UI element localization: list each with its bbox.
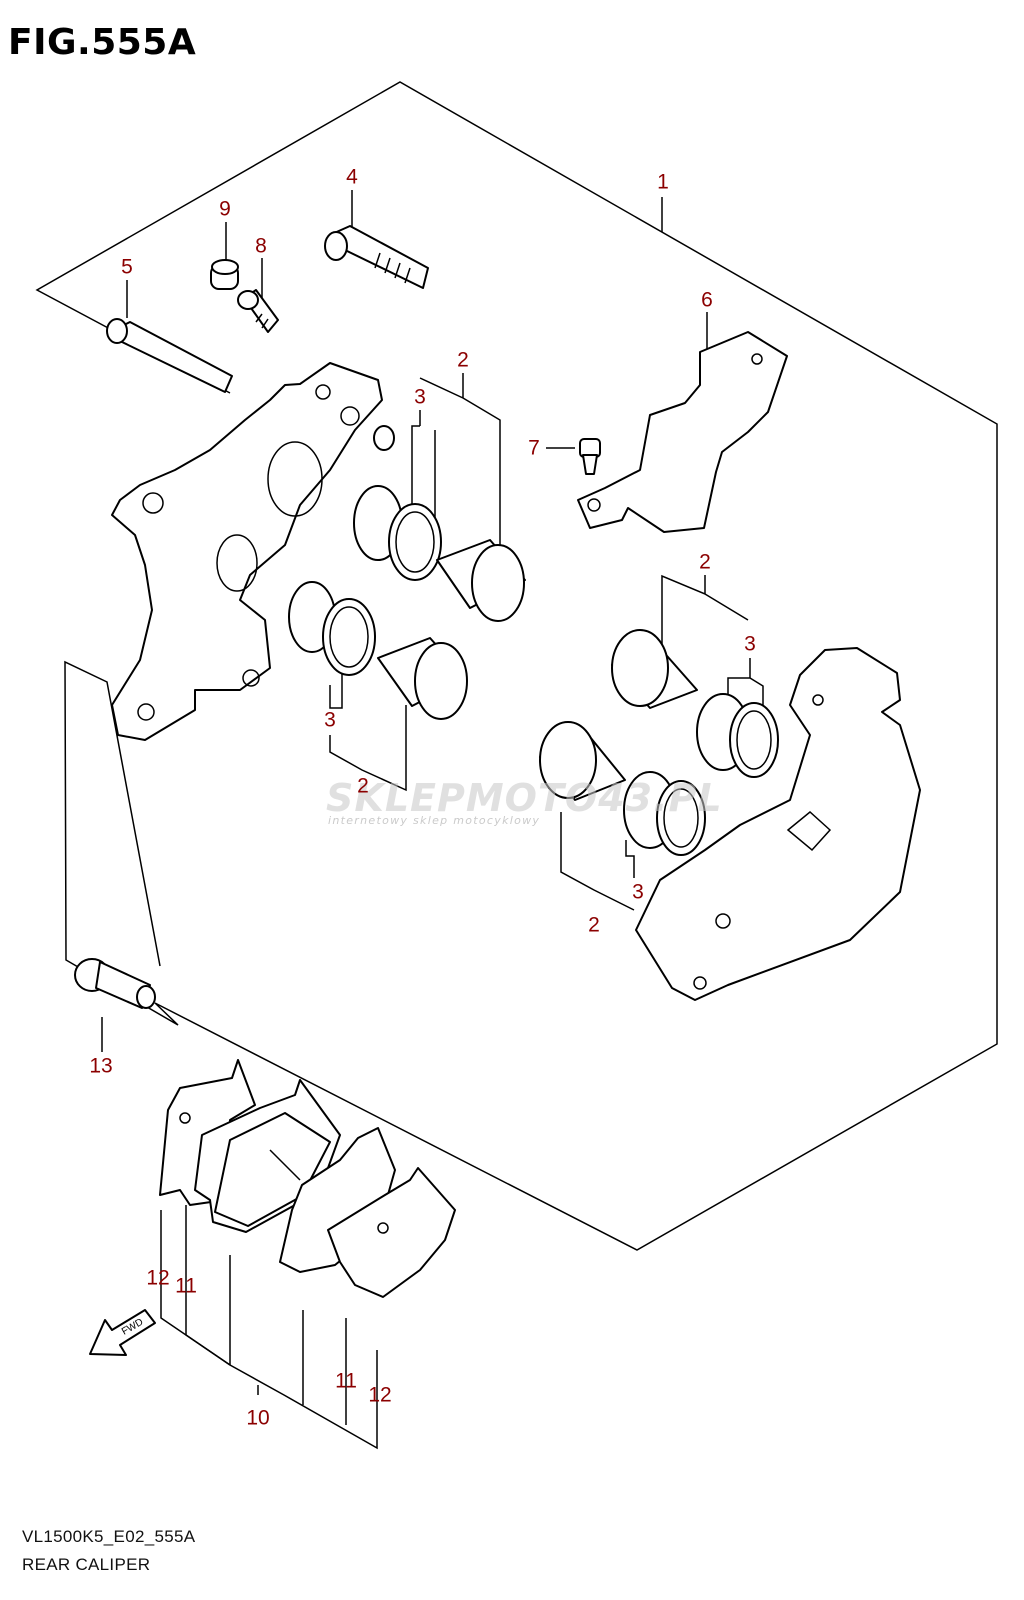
assembly-boundary (35, 81, 998, 1251)
callout-13: 13 (89, 1054, 113, 1078)
callout-2-right-bottom: 2 (588, 913, 600, 937)
callout-11-left: 11 (175, 1274, 197, 1298)
callout-12-right: 12 (368, 1383, 392, 1407)
piston-seal-set-left (288, 485, 526, 720)
caliper-body-part-1 (111, 362, 383, 741)
leader-lines (101, 190, 764, 1450)
washer (373, 425, 395, 451)
watermark-brand-c: 43.PL (598, 776, 723, 820)
bolt-part-4 (324, 225, 429, 289)
callout-9: 9 (219, 197, 231, 221)
bracket-part-6 (577, 331, 788, 533)
fwd-arrow-icon: FWD (89, 1309, 156, 1356)
brake-pad-set (159, 1059, 456, 1298)
callout-7: 7 (528, 436, 540, 460)
callout-6: 6 (701, 288, 713, 312)
bleeder-part-8 (237, 289, 279, 333)
caliper-housing-right (635, 647, 921, 1001)
watermark-tagline: internetowy sklep motocyklowy (328, 814, 541, 827)
callout-2-top: 2 (457, 348, 469, 372)
callout-2-right-top: 2 (699, 550, 711, 574)
model-code: VL1500K5_E02_555A (22, 1527, 196, 1546)
callout-4: 4 (346, 165, 358, 189)
callout-10: 10 (246, 1406, 270, 1430)
cap-part-9 (210, 259, 239, 290)
callout-1: 1 (657, 170, 669, 194)
callout-11-right: 11 (335, 1369, 357, 1393)
figure-title: FIG.555A (8, 22, 197, 63)
callout-3-right-top: 3 (744, 632, 756, 656)
callout-5: 5 (121, 255, 133, 279)
callout-2-left-bottom: 2 (357, 774, 369, 798)
pin-part-5 (106, 318, 233, 393)
figure-caption: REAR CALIPER (22, 1555, 151, 1574)
callout-3-right-bottom: 3 (632, 880, 644, 904)
watermark-brand-b: MOTO (465, 776, 599, 820)
callout-3-top: 3 (414, 385, 426, 409)
callout-8: 8 (255, 234, 267, 258)
callout-12-left: 12 (146, 1266, 170, 1290)
bolt-part-13 (74, 958, 156, 1009)
screw-part-7 (579, 438, 601, 475)
piston-seal-set-right (539, 629, 779, 856)
watermark-brand-a: SKLEP (326, 776, 466, 820)
callout-3-left-bottom: 3 (324, 708, 336, 732)
watermark-brand: SKLEPMOTO43.PL (326, 776, 723, 820)
